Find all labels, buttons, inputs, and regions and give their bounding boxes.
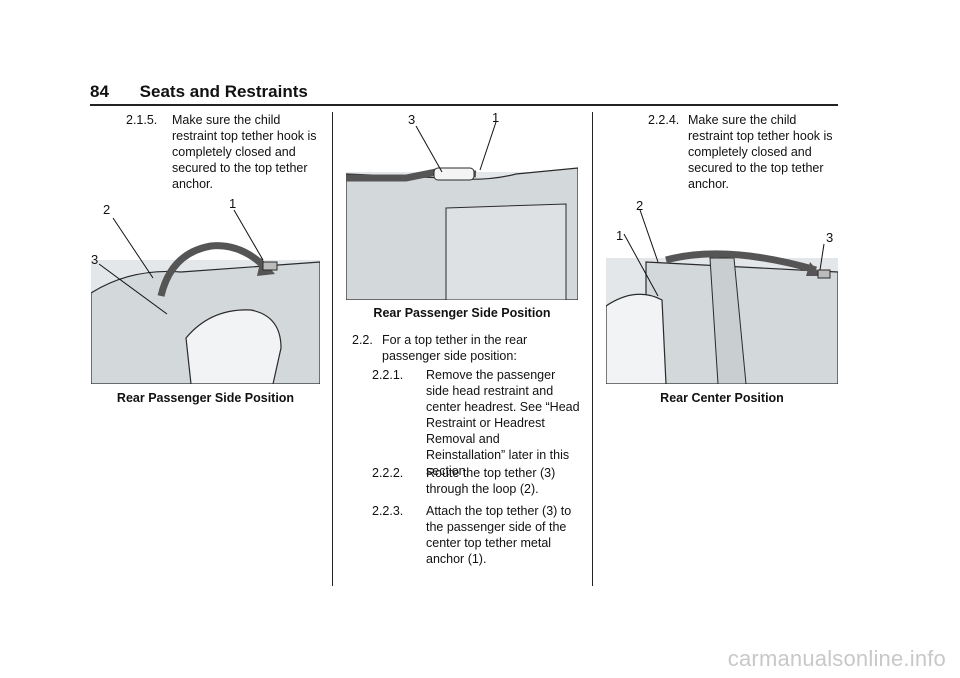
column-divider-2 (592, 112, 593, 586)
figure-rear-passenger-side-2: 3 1 (346, 112, 578, 300)
leader-1 (233, 209, 264, 261)
seat-belt (709, 257, 747, 384)
anchor (433, 167, 475, 181)
callout-2: 2 (103, 202, 110, 217)
callout-1: 1 (616, 228, 623, 243)
callout-3: 3 (91, 252, 98, 267)
anchor (817, 269, 831, 279)
anchor (262, 261, 278, 271)
column-divider-1 (332, 112, 333, 586)
step-text: Make sure the child restraint top tether… (172, 113, 317, 191)
header-rule (90, 104, 838, 106)
leader-1 (479, 121, 497, 171)
step-2-1-5: 2.1.5. Make sure the child restraint top… (126, 112, 324, 192)
leader-1 (623, 233, 659, 297)
leader-2 (112, 217, 154, 279)
step-2-2-4: 2.2.4. Make sure the child restraint top… (648, 112, 840, 192)
step-text: Make sure the child restraint top tether… (688, 113, 833, 191)
figure-caption: Rear Center Position (660, 391, 784, 405)
step-number: 2.2.2. (372, 466, 404, 480)
tether-strap (665, 250, 817, 274)
figure-caption: Rear Passenger Side Position (116, 391, 295, 405)
leader-3 (415, 125, 443, 173)
step-2-2: 2.2. For a top tether in the rear passen… (352, 332, 580, 364)
step-number: 2.2.3. (372, 504, 404, 518)
callout-1: 1 (492, 112, 499, 125)
figure-caption: Rear Passenger Side Position (373, 306, 551, 320)
callout-3: 3 (408, 112, 415, 127)
step-text: Attach the top tether (3) to the passeng… (426, 504, 572, 566)
figure-rear-center: 1 2 3 (606, 198, 838, 384)
step-number: 2.1.5. (126, 113, 158, 127)
step-number: 2.2.4. (648, 113, 680, 127)
figure-rear-passenger-side-1: 2 1 3 (91, 198, 320, 384)
seat-cushion (445, 203, 567, 300)
watermark: carmanualsonline.info (727, 646, 946, 671)
leader-3 (819, 243, 825, 271)
leader-3 (98, 263, 168, 315)
leader-2 (639, 209, 659, 263)
step-2-2-1: 2.2.1. Remove the passenger side head re… (372, 367, 580, 479)
step-number: 2.2. (352, 333, 373, 347)
child-seat (606, 293, 667, 384)
step-2-2-3: 2.2.3. Attach the top tether (3) to the … (372, 503, 580, 567)
child-seat (185, 309, 282, 384)
step-text: For a top tether in the rear passenger s… (382, 333, 528, 363)
page-header: 84 Seats and Restraints (90, 82, 308, 102)
step-text: Route the top tether (3) through the loo… (426, 466, 556, 496)
step-number: 2.2.1. (372, 368, 404, 382)
callout-3: 3 (826, 230, 833, 245)
section-title: Seats and Restraints (139, 82, 308, 101)
page-number: 84 (90, 82, 109, 101)
step-text: Remove the passenger side head restraint… (426, 368, 580, 478)
callout-1: 1 (229, 198, 236, 211)
step-2-2-2: 2.2.2. Route the top tether (3) through … (372, 465, 580, 497)
callout-2: 2 (636, 198, 643, 213)
tether-strap (157, 242, 269, 297)
